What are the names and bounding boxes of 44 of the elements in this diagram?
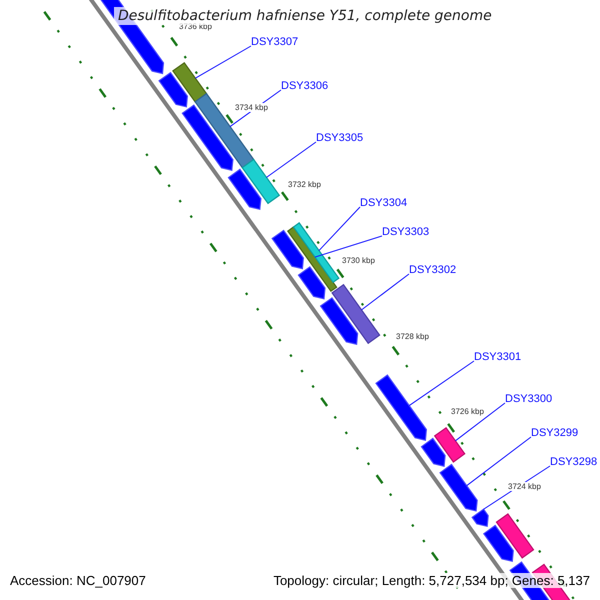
gene-block xyxy=(271,230,304,270)
genome-summary-text: Topology: circular; Length: 5,727,534 bp; Genes: 5,137 xyxy=(273,573,590,588)
gene-label: DSY3298 xyxy=(550,456,598,468)
gene-label: DSY3305 xyxy=(316,132,364,144)
gene-label: DSY3306 xyxy=(281,80,328,92)
gene-block xyxy=(228,168,262,210)
gene-bar xyxy=(194,92,255,169)
scale-label: 3724 kbp xyxy=(507,482,542,491)
gene-bar xyxy=(241,158,280,204)
gene-block xyxy=(482,524,514,562)
scale-label: 3734 kbp xyxy=(234,103,269,112)
leader-line xyxy=(408,360,474,406)
scale-label: 3726 kbp xyxy=(450,407,485,416)
gene-bar xyxy=(292,222,340,284)
gene-bar xyxy=(331,284,380,344)
gene-block xyxy=(298,266,326,300)
leader-line xyxy=(314,236,382,258)
gene-block xyxy=(375,374,428,441)
gene-label: DSY3300 xyxy=(505,393,552,405)
leader-line xyxy=(466,436,532,486)
gene-label: DSY3303 xyxy=(382,226,430,238)
scale-label: 3728 kbp xyxy=(395,332,430,341)
gene-label: DSY3299 xyxy=(531,427,578,439)
leader-line xyxy=(194,46,252,79)
scale-label: 3730 kbp xyxy=(341,256,376,265)
gene-label: DSY3304 xyxy=(360,197,408,209)
accession-text: Accession: NC_007907 xyxy=(10,573,146,588)
gene-label: DSY3307 xyxy=(251,36,298,48)
gene-label: DSY3301 xyxy=(474,351,522,363)
gene-block xyxy=(471,508,489,528)
gene-label: DSY3302 xyxy=(409,264,456,276)
leader-line xyxy=(454,402,506,442)
leader-line xyxy=(266,142,316,178)
scale-label: 3732 kbp xyxy=(287,180,322,189)
gene-block xyxy=(182,104,234,171)
gene-block xyxy=(320,297,358,345)
gene-block xyxy=(420,438,446,467)
gene-block xyxy=(158,72,188,108)
leader-line xyxy=(361,274,410,310)
gene-bar xyxy=(172,62,208,103)
gene-bar xyxy=(496,513,534,559)
gene-bar xyxy=(434,426,466,463)
gene-block xyxy=(439,464,478,512)
leader-line xyxy=(318,206,360,252)
